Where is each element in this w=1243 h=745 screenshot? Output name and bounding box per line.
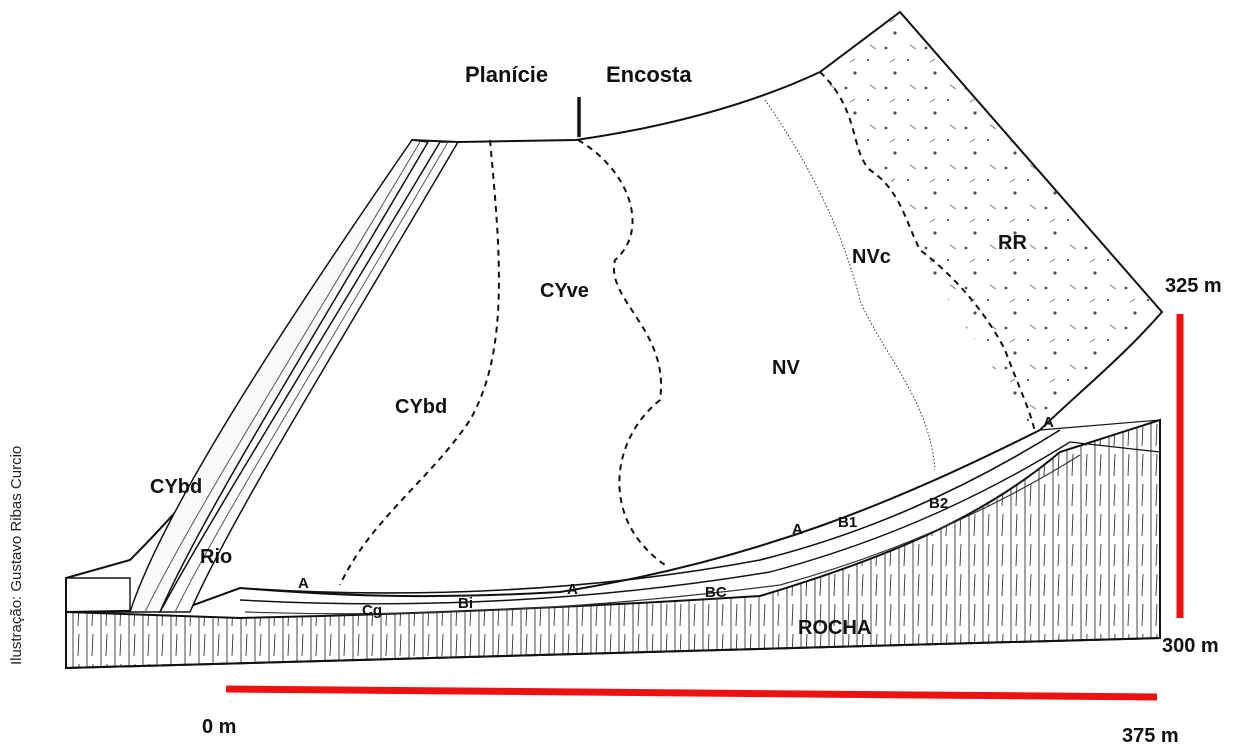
horizon-label-a-right: A: [792, 521, 803, 538]
elevation-top-label: 325 m: [1165, 275, 1222, 297]
horizon-label-a-mid: A: [567, 581, 578, 598]
horizon-label-bc: BC: [705, 584, 727, 601]
soil-label-cybd-left: CYbd: [150, 476, 202, 498]
horizon-label-b2: B2: [929, 495, 948, 512]
soil-label-cybd-right: CYbd: [395, 396, 447, 418]
horizon-label-a-left: A: [298, 575, 309, 592]
horizon-label-b1: B1: [838, 514, 857, 531]
river-label: Rio: [200, 546, 232, 568]
distance-start-label: 0 m: [202, 716, 236, 738]
plain-label: Planície: [465, 62, 548, 87]
distance-end-label: 375 m: [1122, 725, 1179, 745]
distance-scale-bar: [226, 689, 1157, 697]
horizon-label-cg: Cg: [362, 602, 382, 619]
horizon-label-a-top: A: [1043, 414, 1054, 431]
soil-label-cyve: CYve: [540, 280, 589, 302]
soil-label-rr: RR: [998, 232, 1027, 254]
soil-label-nv: NV: [772, 357, 800, 379]
slope-label: Encosta: [606, 62, 692, 87]
illustration-credit: Ilustração: Gustavo Ribas Curcio: [8, 446, 25, 665]
elevation-bottom-label: 300 m: [1162, 635, 1219, 657]
soil-label-nvc: NVc: [852, 246, 891, 268]
horizon-label-bi: Bi: [458, 595, 473, 612]
bedrock-label: ROCHA: [798, 617, 871, 639]
